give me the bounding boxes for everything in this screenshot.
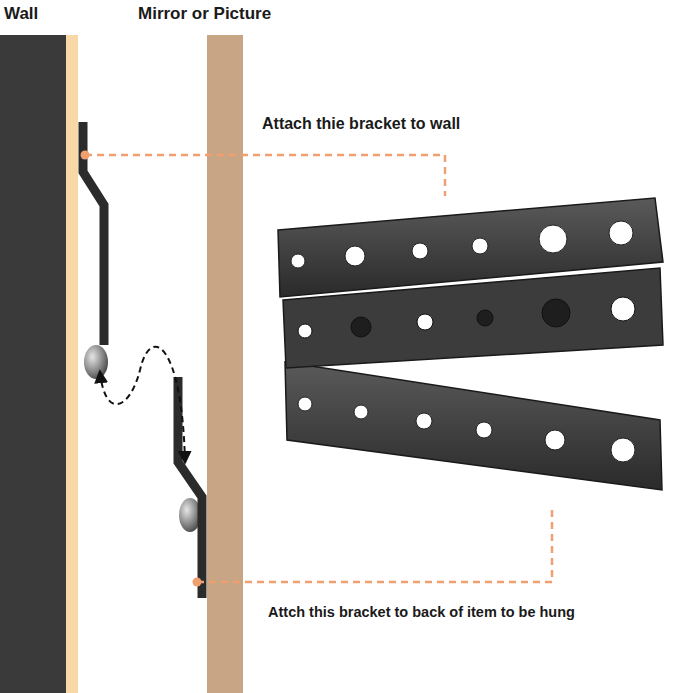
wall-label: Wall	[4, 4, 38, 24]
item-bracket-note: Attch this bracket to back of item to be…	[268, 604, 575, 621]
wall-bracket-note: Attach thie bracket to wall	[262, 114, 460, 133]
mirror-label: Mirror or Picture	[138, 4, 271, 24]
